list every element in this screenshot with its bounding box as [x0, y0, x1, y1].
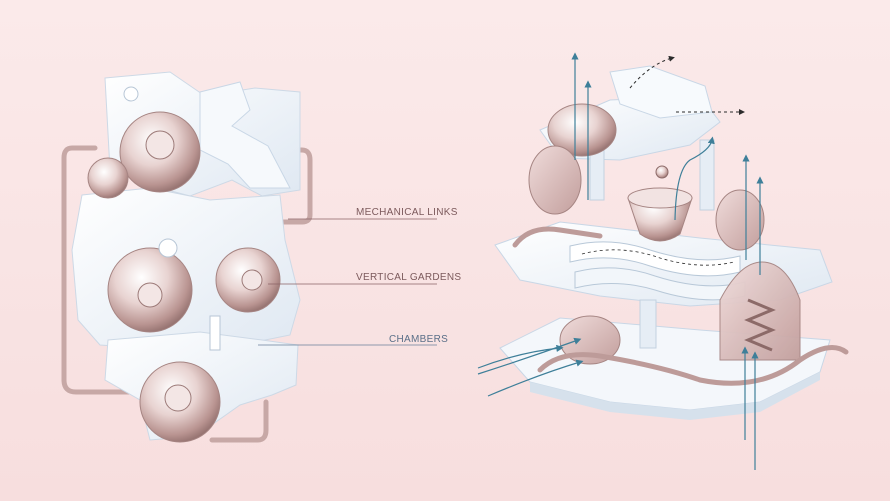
plan-small-disc: [158, 238, 178, 258]
turbine-left: [87, 157, 129, 199]
axo-funnel-cap: [655, 165, 669, 179]
label-mechanical-links: MECHANICAL LINKS: [356, 207, 458, 218]
plan-slot: [209, 315, 221, 351]
circulation-arrow-top: [629, 55, 675, 89]
axo-chamber-top: [547, 103, 617, 157]
axo-wall-right: [699, 139, 715, 211]
axo-spiral-core: [744, 298, 776, 352]
airflow-in-3: [477, 337, 582, 375]
axo-chamber-bottom: [559, 315, 621, 365]
axo-funnel-rim: [627, 187, 693, 209]
axo-chamber-right: [715, 189, 765, 251]
pipe-loop-right: [267, 147, 313, 225]
axo-pipe-ring: [537, 345, 849, 386]
plan-slot-small: [123, 86, 139, 102]
label-vertical-gardens: VERTICAL GARDENS: [356, 272, 462, 283]
circulation-arrow-duct: [581, 249, 735, 266]
axo-chamber-left: [528, 145, 582, 215]
axonometric-view: [477, 52, 849, 470]
plan-view: [61, 71, 437, 443]
axo-wall-front: [639, 299, 657, 349]
pipe-loop-bottom: [209, 399, 269, 443]
turbine-top-inner: [145, 130, 175, 160]
pipe-loop: [61, 145, 143, 395]
label-chambers: CHAMBERS: [389, 334, 449, 345]
turbine-garden-inner: [241, 269, 263, 291]
plan-slab-angled: [199, 81, 291, 189]
axo-pipe-upper: [512, 226, 603, 248]
turbine-middle-inner: [137, 282, 163, 308]
axo-dome-garden: [719, 261, 801, 361]
axo-base-edge: [530, 372, 820, 420]
turbine-bottom-inner: [164, 384, 192, 412]
airflow-in-2: [487, 359, 584, 397]
airflow-up-3: [674, 136, 715, 221]
